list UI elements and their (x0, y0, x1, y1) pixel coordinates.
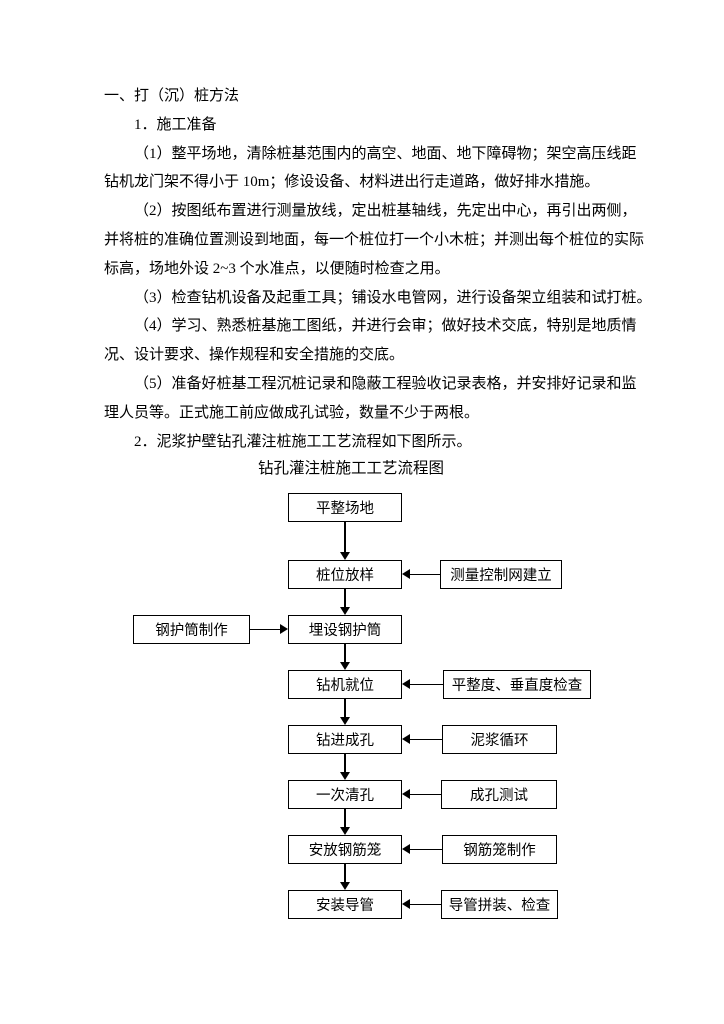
arrow-down-connector (344, 864, 346, 882)
text-line: （5）准备好桩基工程沉桩记录和隐蔽工程验收记录表格，并安排好记录和监 (134, 375, 637, 392)
flow-side-tremie-assembly-check: 导管拼装、检查 (441, 890, 558, 919)
arrow-down-head-icon (339, 662, 350, 670)
text-line: 钻机龙门架不得小于 10m；修设设备、材料进出行走道路，做好排水措施。 (104, 174, 600, 191)
arrow-left-connector (410, 573, 440, 575)
text-line: （4）学习、熟悉桩基施工图纸，并进行会审；做好技术交底，特别是地质情 (134, 318, 637, 335)
arrow-left-connector (410, 848, 442, 850)
heading-process-flow: 2．泥浆护壁钻孔灌注桩施工工艺流程如下图所示。 (134, 433, 472, 450)
arrow-down-head-icon (339, 607, 350, 615)
flow-step-site-leveling: 平整场地 (288, 493, 402, 522)
text-line: （2）按图纸布置进行测量放线，定出桩基轴线，先定出中心，再引出两侧， (134, 203, 637, 220)
flow-side-mud-circulation: 泥浆循环 (442, 725, 557, 754)
arrow-right-connector (250, 628, 280, 630)
arrow-down-head-icon (339, 772, 350, 780)
flow-step-bury-steel-casing: 埋设钢护筒 (288, 615, 402, 644)
arrow-down-connector (344, 589, 346, 607)
arrow-left-connector (410, 738, 442, 740)
arrow-left-connector (410, 903, 441, 905)
arrow-left-head-icon (402, 679, 410, 689)
arrow-left-head-icon (402, 899, 410, 909)
text-line: （3）检查钻机设备及起重工具；铺设水电管网，进行设备架立组装和试打桩。 (134, 289, 652, 306)
heading-preparation: 1．施工准备 (134, 116, 217, 133)
arrow-left-head-icon (402, 789, 410, 799)
text-line: 标高，场地外设 2~3 个水准点，以便随时检查之用。 (104, 260, 450, 277)
flow-side-levelness-verticality-check: 平整度、垂直度检查 (443, 670, 591, 699)
arrow-down-head-icon (339, 827, 350, 835)
text-line: 况、设计要求、操作规程和安全措施的交底。 (104, 347, 405, 364)
text-line: 并将桩的准确位置测设到地面，每一个桩位打一个小木桩；并测出每个桩位的实际 (104, 231, 645, 248)
arrow-left-head-icon (402, 569, 410, 579)
arrow-left-connector (410, 683, 443, 685)
flow-side-survey-control-network: 测量控制网建立 (440, 560, 562, 589)
arrow-down-head-icon (339, 552, 350, 560)
arrow-down-connector (344, 644, 346, 662)
flow-step-install-rebar-cage: 安放钢筋笼 (288, 835, 402, 864)
text-line: 理人员等。正式施工前应做成孔试验，数量不少于两根。 (104, 404, 480, 421)
arrow-down-head-icon (339, 882, 350, 890)
flow-step-install-tremie-pipe: 安装导管 (288, 890, 402, 919)
arrow-left-connector (410, 793, 441, 795)
arrow-left-head-icon (402, 844, 410, 854)
flow-step-pile-layout: 桩位放样 (288, 560, 402, 589)
text-line: （1）整平场地，清除桩基范围内的高空、地面、地下障碍物；架空高压线距 (134, 145, 637, 162)
body-text: 一、打（沉）桩方法 1．施工准备 （1）整平场地，清除桩基范围内的高空、地面、地… (104, 82, 652, 456)
arrow-right-head-icon (280, 624, 288, 634)
arrow-down-connector (344, 699, 346, 717)
flow-step-rig-positioning: 钻机就位 (288, 670, 402, 699)
arrow-down-connector (344, 754, 346, 772)
arrow-left-head-icon (402, 734, 410, 744)
flow-side-hole-completion-test: 成孔测试 (441, 780, 557, 809)
arrow-down-head-icon (339, 717, 350, 725)
heading-pile-method: 一、打（沉）桩方法 (104, 88, 240, 104)
flow-step-drilling-hole: 钻进成孔 (288, 725, 402, 754)
arrow-down-connector (344, 522, 346, 552)
flow-side-rebar-cage-fabrication: 钢筋笼制作 (442, 835, 557, 864)
flow-side-casing-fabrication: 钢护筒制作 (133, 615, 250, 644)
flow-step-first-hole-cleaning: 一次清孔 (288, 780, 402, 809)
flowchart-title: 钻孔灌注桩施工工艺流程图 (257, 460, 444, 477)
arrow-down-connector (344, 809, 346, 827)
